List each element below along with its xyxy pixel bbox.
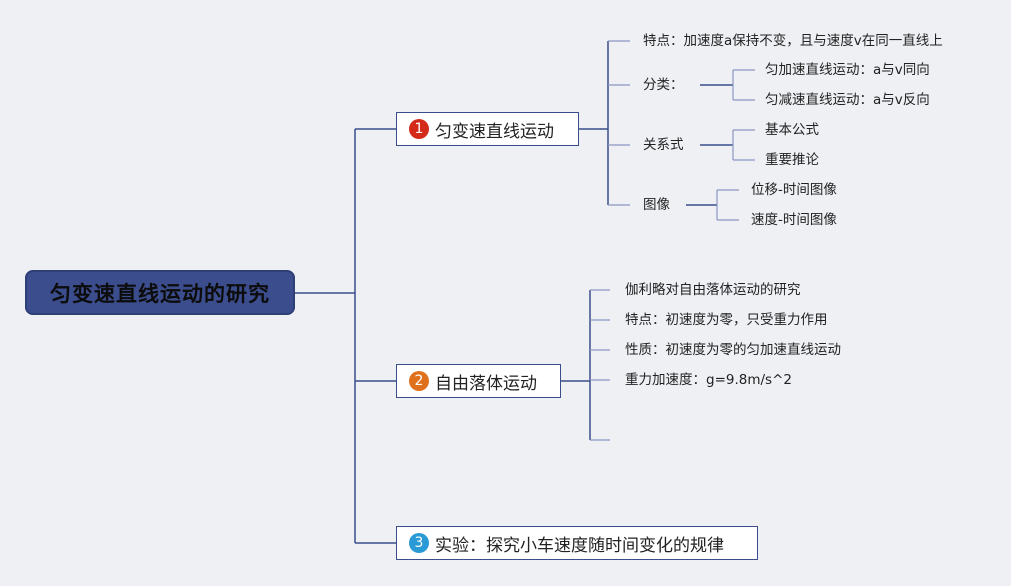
number-badge-3: 3 [409, 533, 429, 553]
number-badge-2: 2 [409, 371, 429, 391]
topic-uniform-accel[interactable]: 匀加速直线运动：a与v同向 [765, 62, 930, 78]
topic-relations[interactable]: 关系式 [643, 137, 684, 153]
topic-velocity-time-graph[interactable]: 速度-时间图像 [751, 212, 837, 228]
topic-classification[interactable]: 分类： [643, 77, 684, 93]
topic-important-inference[interactable]: 重要推论 [765, 152, 819, 168]
root-title: 匀变速直线运动的研究 [50, 281, 270, 306]
branch-experiment[interactable]: 3 实验：探究小车速度随时间变化的规律 [396, 526, 758, 560]
topic-feature[interactable]: 特点：加速度a保持不变，且与速度v在同一直线上 [643, 33, 943, 49]
topic-displacement-time-graph[interactable]: 位移-时间图像 [751, 182, 837, 198]
branch-label: 自由落体运动 [435, 373, 537, 394]
topic-basic-formula[interactable]: 基本公式 [765, 122, 819, 138]
branch-free-fall[interactable]: 2 自由落体运动 [396, 364, 561, 398]
branch-label: 匀变速直线运动 [435, 121, 554, 142]
number-badge-1: 1 [409, 119, 429, 139]
topic-free-fall-nature[interactable]: 性质：初速度为零的匀加速直线运动 [625, 342, 841, 358]
branch-uniform-acceleration[interactable]: 1 匀变速直线运动 [396, 112, 579, 146]
topic-graphs[interactable]: 图像 [643, 197, 670, 213]
root-topic[interactable]: 匀变速直线运动的研究 [25, 270, 295, 315]
topic-uniform-decel[interactable]: 匀减速直线运动：a与v反向 [765, 92, 930, 108]
topic-galileo-research[interactable]: 伽利略对自由落体运动的研究 [625, 282, 801, 298]
branch-label: 实验：探究小车速度随时间变化的规律 [435, 535, 724, 556]
topic-gravity-acceleration[interactable]: 重力加速度：g=9.8m/s^2 [625, 372, 792, 388]
topic-free-fall-feature[interactable]: 特点：初速度为零，只受重力作用 [625, 312, 828, 328]
